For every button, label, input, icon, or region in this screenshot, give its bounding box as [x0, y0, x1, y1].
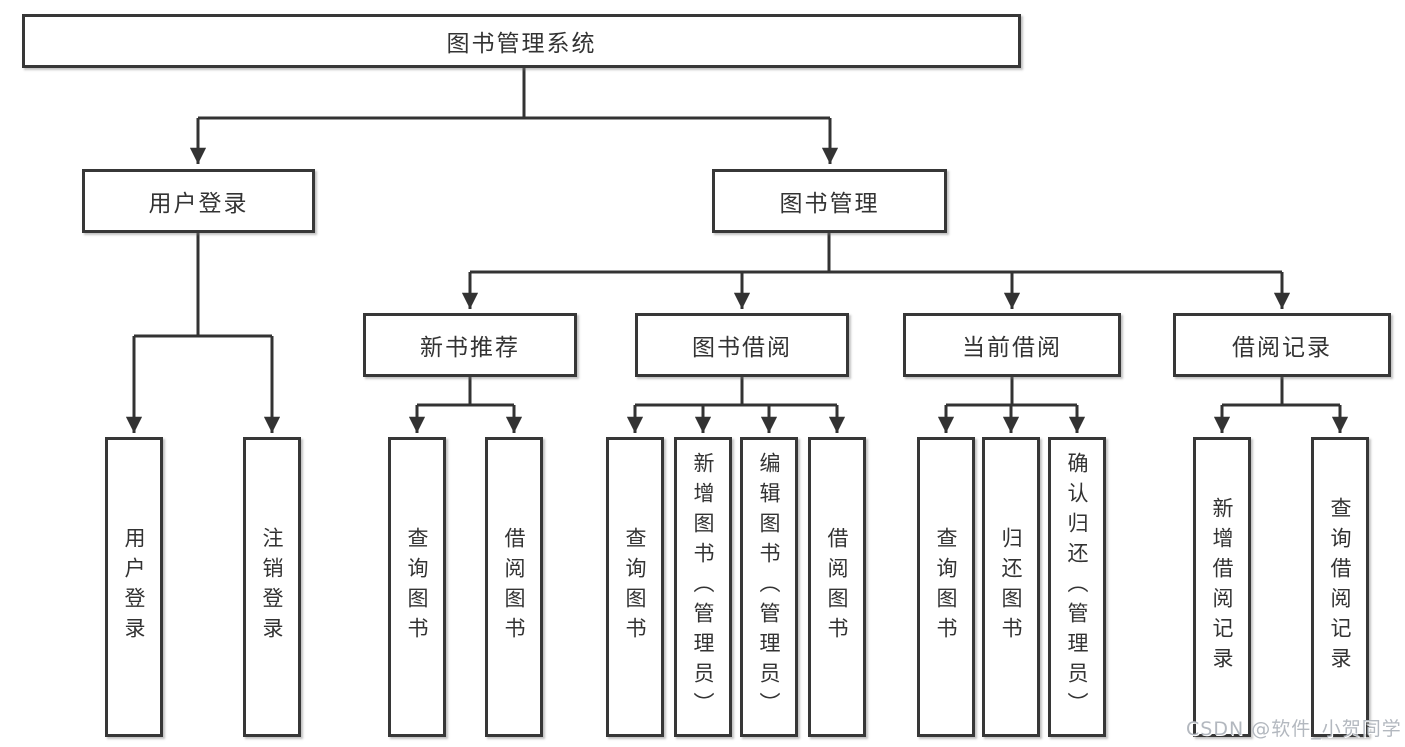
leaf-logout-login: 注销登录	[243, 437, 301, 737]
leaf-return-books: 归还图书	[982, 437, 1040, 737]
node-library-management-system: 图书管理系统	[22, 14, 1021, 68]
leaf-user-login: 用户登录	[105, 437, 163, 737]
leaf-edit-book-admin: 编辑图书（管理员）	[740, 437, 798, 737]
leaf-borrow-books-recommend: 借阅图书	[485, 437, 543, 737]
node-new-book-recommend: 新书推荐	[363, 313, 577, 377]
leaf-query-borrow-record: 查询借阅记录	[1311, 437, 1369, 737]
leaf-add-borrow-record: 新增借阅记录	[1193, 437, 1251, 737]
leaf-borrow-books-borrowing: 借阅图书	[808, 437, 866, 737]
node-book-borrowing: 图书借阅	[635, 313, 849, 377]
node-borrowing-records: 借阅记录	[1173, 313, 1391, 377]
node-user-login: 用户登录	[82, 169, 315, 233]
leaf-confirm-return-admin: 确认归还（管理员）	[1048, 437, 1106, 737]
node-current-borrowing: 当前借阅	[903, 313, 1121, 377]
node-book-management: 图书管理	[712, 169, 947, 233]
watermark: CSDN @软件_小贺同学	[1186, 718, 1402, 740]
leaf-query-books-borrowing: 查询图书	[606, 437, 664, 737]
leaf-query-books-current: 查询图书	[917, 437, 975, 737]
leaf-add-book-admin: 新增图书（管理员）	[674, 437, 732, 737]
leaf-query-books-recommend: 查询图书	[388, 437, 446, 737]
